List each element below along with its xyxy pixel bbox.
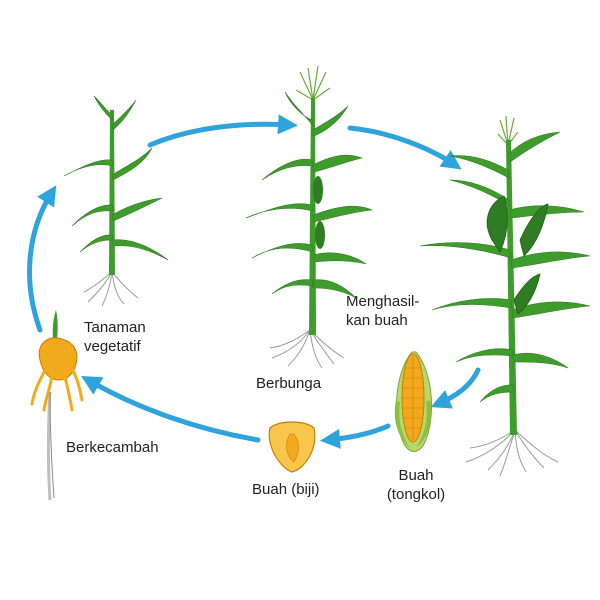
corn-kernel-icon <box>268 421 316 473</box>
cob-label-line2: (tongkol) <box>386 486 446 503</box>
flowering-stage-label: Berbunga <box>256 375 322 392</box>
mature-corn-plant-icon <box>419 115 591 477</box>
corn-cob-icon <box>394 351 432 452</box>
vegetative-label-line1: Tanaman <box>84 319 146 336</box>
fruiting-stage-label: Menghasil- kan buah <box>346 292 419 330</box>
fruiting-label-line2: kan buah <box>346 312 408 329</box>
cob-stage-label: Buah (tongkol) <box>378 466 454 504</box>
vegetative-stage-label: Tanaman vegetatif <box>84 318 146 356</box>
arrow-vegetative-to-flowering <box>147 114 298 148</box>
arrow-cob-to-seed <box>320 423 391 449</box>
cob-label-line1: Buah <box>398 467 434 484</box>
seed-stage-label: Buah (biji) <box>252 481 320 498</box>
fruiting-label-line1: Menghasil- <box>346 293 420 310</box>
arrow-fruiting-to-cob <box>430 367 481 409</box>
germinating-seed-icon <box>30 310 84 501</box>
arrow-seed-to-germination <box>81 376 261 443</box>
cycle-arrows <box>27 114 481 449</box>
flowering-corn-plant-icon <box>245 65 374 369</box>
arrow-germination-to-vegetative <box>27 185 57 333</box>
germination-stage-label: Berkecambah <box>66 439 159 456</box>
young-corn-plant-icon <box>63 95 169 307</box>
vegetative-label-line2: vegetatif <box>84 338 141 355</box>
arrow-flowering-to-fruiting <box>347 125 462 170</box>
